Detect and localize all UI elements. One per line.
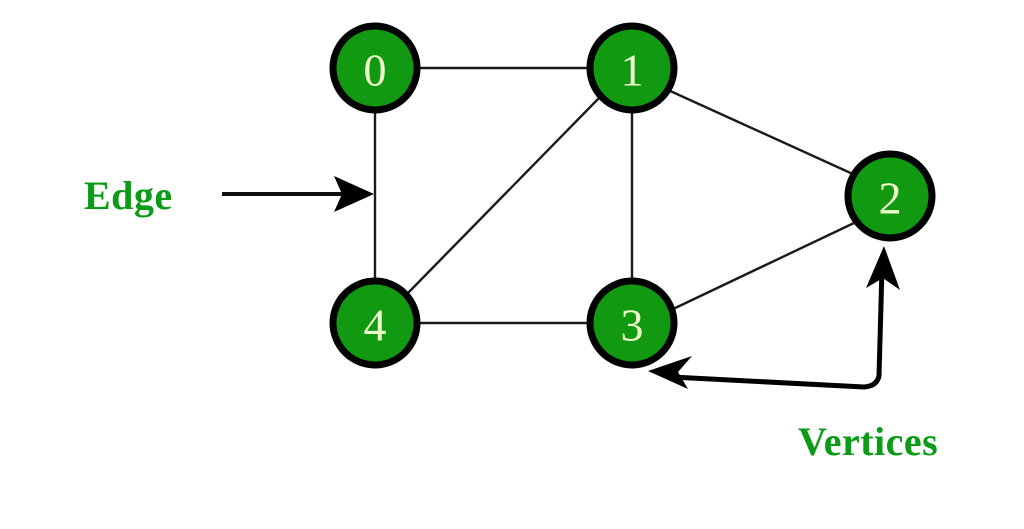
- node-0-label: 0: [364, 45, 387, 96]
- node-0-circle[interactable]: [329, 22, 421, 114]
- node-2-label: 2: [879, 173, 902, 224]
- node-4-label: 4: [364, 300, 387, 351]
- node-4-circle[interactable]: [329, 277, 421, 369]
- vertices-arrow-head-left-icon: [648, 356, 692, 389]
- node-1-label: 1: [621, 45, 644, 96]
- vertices-annotation-label: Vertices: [798, 419, 939, 464]
- edge-arrow-head-icon: [334, 176, 374, 212]
- node-0[interactable]: 0: [329, 22, 421, 114]
- annotations-layer: [222, 176, 900, 390]
- node-1-circle[interactable]: [586, 22, 678, 114]
- node-3[interactable]: 3: [586, 277, 678, 369]
- node-3-circle[interactable]: [586, 277, 678, 369]
- edge-1-4: [404, 94, 603, 297]
- node-3-label: 3: [621, 300, 644, 351]
- node-1[interactable]: 1: [586, 22, 678, 114]
- edge-annotation-arrow: [222, 176, 374, 212]
- node-2[interactable]: 2: [844, 150, 936, 242]
- edge-3-2: [669, 221, 856, 312]
- edge-1-2: [666, 88, 857, 177]
- node-4[interactable]: 4: [329, 277, 421, 369]
- node-2-circle[interactable]: [844, 150, 936, 242]
- edges-layer: [373, 66, 857, 325]
- vertices-arrow-head-up-icon: [866, 246, 900, 290]
- nodes-layer: 0 1 2 3 4: [329, 22, 936, 369]
- edge-annotation-label: Edge: [84, 173, 173, 218]
- vertices-arrow-path: [669, 265, 885, 390]
- vertices-annotation-arrow: [648, 246, 900, 390]
